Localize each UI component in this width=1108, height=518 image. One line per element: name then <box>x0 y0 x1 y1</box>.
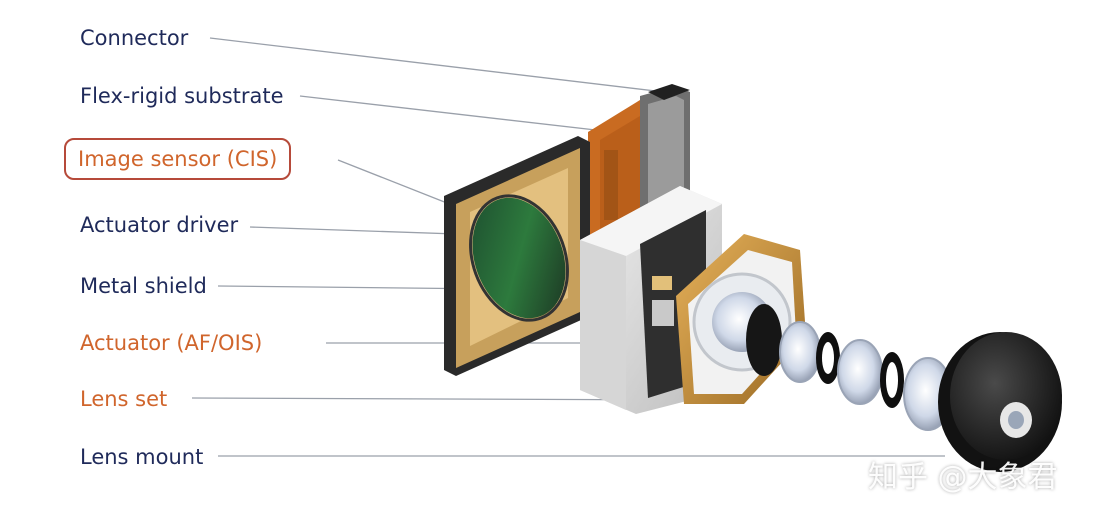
lens-mount <box>938 332 1062 472</box>
label-lens-set: Lens set <box>80 387 168 411</box>
label-flex-rigid-substrate: Flex-rigid substrate <box>80 84 284 108</box>
label-metal-shield: Metal shield <box>80 274 207 298</box>
label-connector: Connector <box>80 26 189 50</box>
label-actuator-driver: Actuator driver <box>80 213 239 237</box>
watermark: 知乎 @大象君 <box>868 460 1058 495</box>
label-lens-mount: Lens mount <box>80 445 204 469</box>
label-image-sensor-cis: Image sensor (CIS) <box>64 138 292 180</box>
label-actuator-af-ois: Actuator (AF/OIS) <box>80 331 263 355</box>
af-ois-frame <box>676 234 806 404</box>
lens-set <box>779 321 953 431</box>
image-sensor-package <box>444 136 590 376</box>
